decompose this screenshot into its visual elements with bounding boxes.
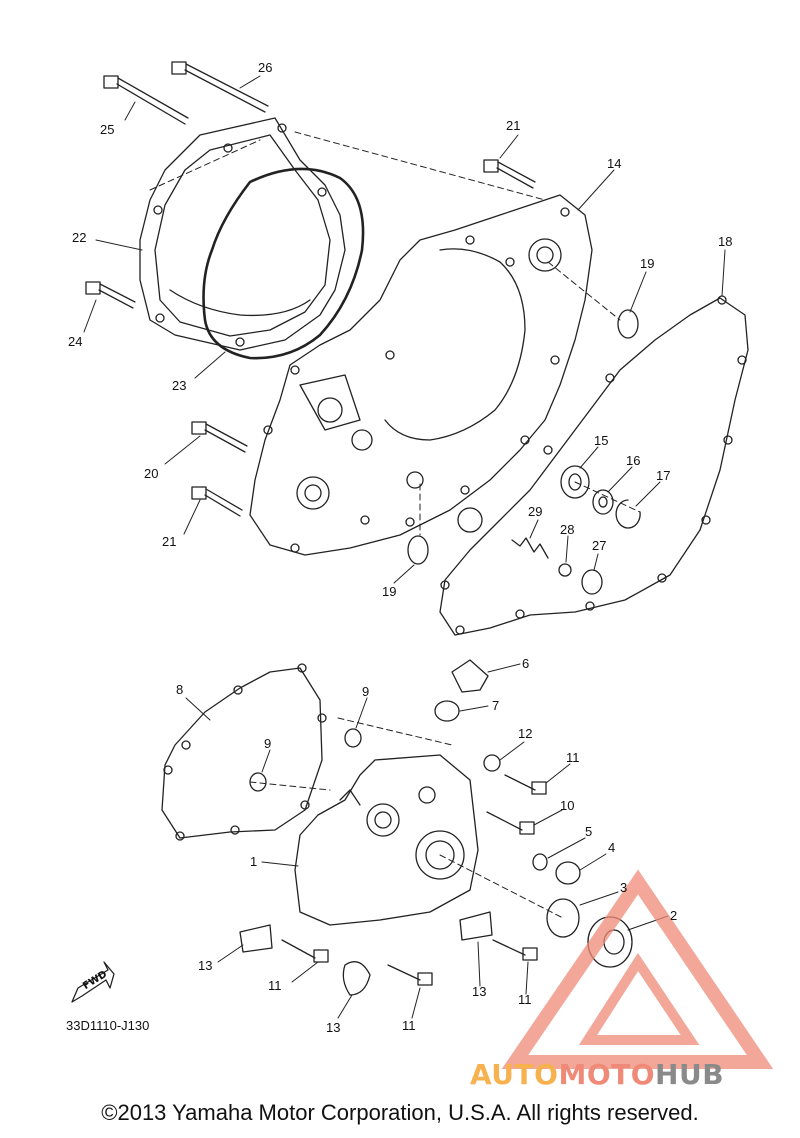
callout-13-left: 13 (198, 958, 212, 973)
o-ring-5 (532, 853, 548, 871)
callout-17: 17 (656, 468, 670, 483)
clamp-13-middle (342, 961, 371, 996)
washer-12 (483, 754, 501, 772)
callout-8: 8 (176, 682, 183, 697)
callout-10: 10 (560, 798, 574, 813)
bolt-24 (85, 281, 136, 309)
callout-26: 26 (258, 60, 272, 75)
circlip-17 (615, 499, 641, 529)
alignment-lines (149, 131, 641, 919)
bolt-20 (191, 421, 248, 453)
callout-9-top: 9 (362, 684, 369, 699)
callout-20: 20 (144, 466, 158, 481)
callout-28: 28 (560, 522, 574, 537)
callout-9-left: 9 (264, 736, 271, 751)
dowel-pin-19-top (617, 309, 639, 339)
filler-cap-6 (451, 659, 489, 693)
callout-29: 29 (528, 504, 542, 519)
callout-numbers: 26 25 21 14 18 19 22 24 23 20 21 15 16 1… (68, 60, 732, 1035)
watermark-moto: MOTO (558, 1058, 656, 1091)
watermark-logo (501, 869, 774, 1069)
clutch-cover-1 (294, 754, 479, 926)
callout-11-c: 11 (518, 992, 532, 1007)
spring-29 (511, 537, 549, 559)
clamp-13-left (239, 924, 273, 953)
bolt-21-top (483, 159, 536, 189)
callout-16: 16 (626, 453, 640, 468)
washer-16 (592, 489, 614, 515)
callout-25: 25 (100, 122, 114, 137)
callout-23: 23 (172, 378, 186, 393)
cover-gasket-ring (202, 167, 365, 360)
callout-21-bottom: 21 (162, 534, 176, 549)
bolt-11-b (387, 964, 433, 986)
oil-seal-15 (560, 465, 590, 499)
callout-13-right: 13 (472, 984, 486, 999)
callout-2: 2 (670, 908, 677, 923)
o-ring-7 (434, 700, 460, 722)
watermark-auto: AUTO (470, 1058, 559, 1091)
callout-24: 24 (68, 334, 82, 349)
clamp-13-right (459, 911, 493, 941)
clutch-cover-outer (139, 117, 346, 351)
copyright-notice: ©2013 Yamaha Motor Corporation, U.S.A. A… (101, 1100, 699, 1125)
ball-28 (558, 563, 572, 577)
plug-4 (555, 861, 581, 885)
callout-18: 18 (718, 234, 732, 249)
bolt-26 (171, 61, 269, 113)
fwd-arrow (71, 961, 115, 1003)
callout-19-bottom: 19 (382, 584, 396, 599)
callout-11-b: 11 (402, 1018, 416, 1033)
callout-7: 7 (492, 698, 499, 713)
callout-19-top: 19 (640, 256, 654, 271)
callout-11-right: 11 (566, 750, 580, 765)
callout-4: 4 (608, 840, 615, 855)
crankcase-cover-gasket (439, 297, 749, 636)
callout-leaders (83, 75, 726, 1019)
bolt-10 (486, 811, 535, 835)
callout-14: 14 (607, 156, 621, 171)
crankcase-cover-right (249, 194, 593, 556)
bolt-25 (103, 75, 189, 125)
clutch-cover-gasket (161, 667, 323, 839)
dowel-pin-19-bottom (407, 535, 429, 565)
diagram-code: 33D1110-J130 (66, 1018, 150, 1033)
o-ring-3 (546, 898, 580, 938)
bolt-11-right (504, 774, 547, 795)
callout-6: 6 (522, 656, 529, 671)
callout-21-top: 21 (506, 118, 520, 133)
lower-gasket-holes (163, 663, 327, 841)
callout-12: 12 (518, 726, 532, 741)
watermark-brand: AUTOMOTOHUB (470, 1058, 724, 1091)
callout-13-middle: 13 (326, 1020, 340, 1035)
callout-27: 27 (592, 538, 606, 553)
callout-22: 22 (72, 230, 86, 245)
dowel-pin-9-top (344, 728, 362, 748)
bolt-11-a (281, 939, 329, 963)
bolt-21-bottom (191, 486, 243, 517)
callout-5: 5 (585, 824, 592, 839)
callout-11-a: 11 (268, 978, 282, 993)
plug-27 (581, 569, 603, 595)
callout-3: 3 (620, 880, 627, 895)
bolt-11-c (492, 939, 538, 961)
watermark-hub: HUB (655, 1058, 725, 1091)
callout-1: 1 (250, 854, 257, 869)
gasket-bolt-holes (440, 295, 747, 635)
callout-15: 15 (594, 433, 608, 448)
